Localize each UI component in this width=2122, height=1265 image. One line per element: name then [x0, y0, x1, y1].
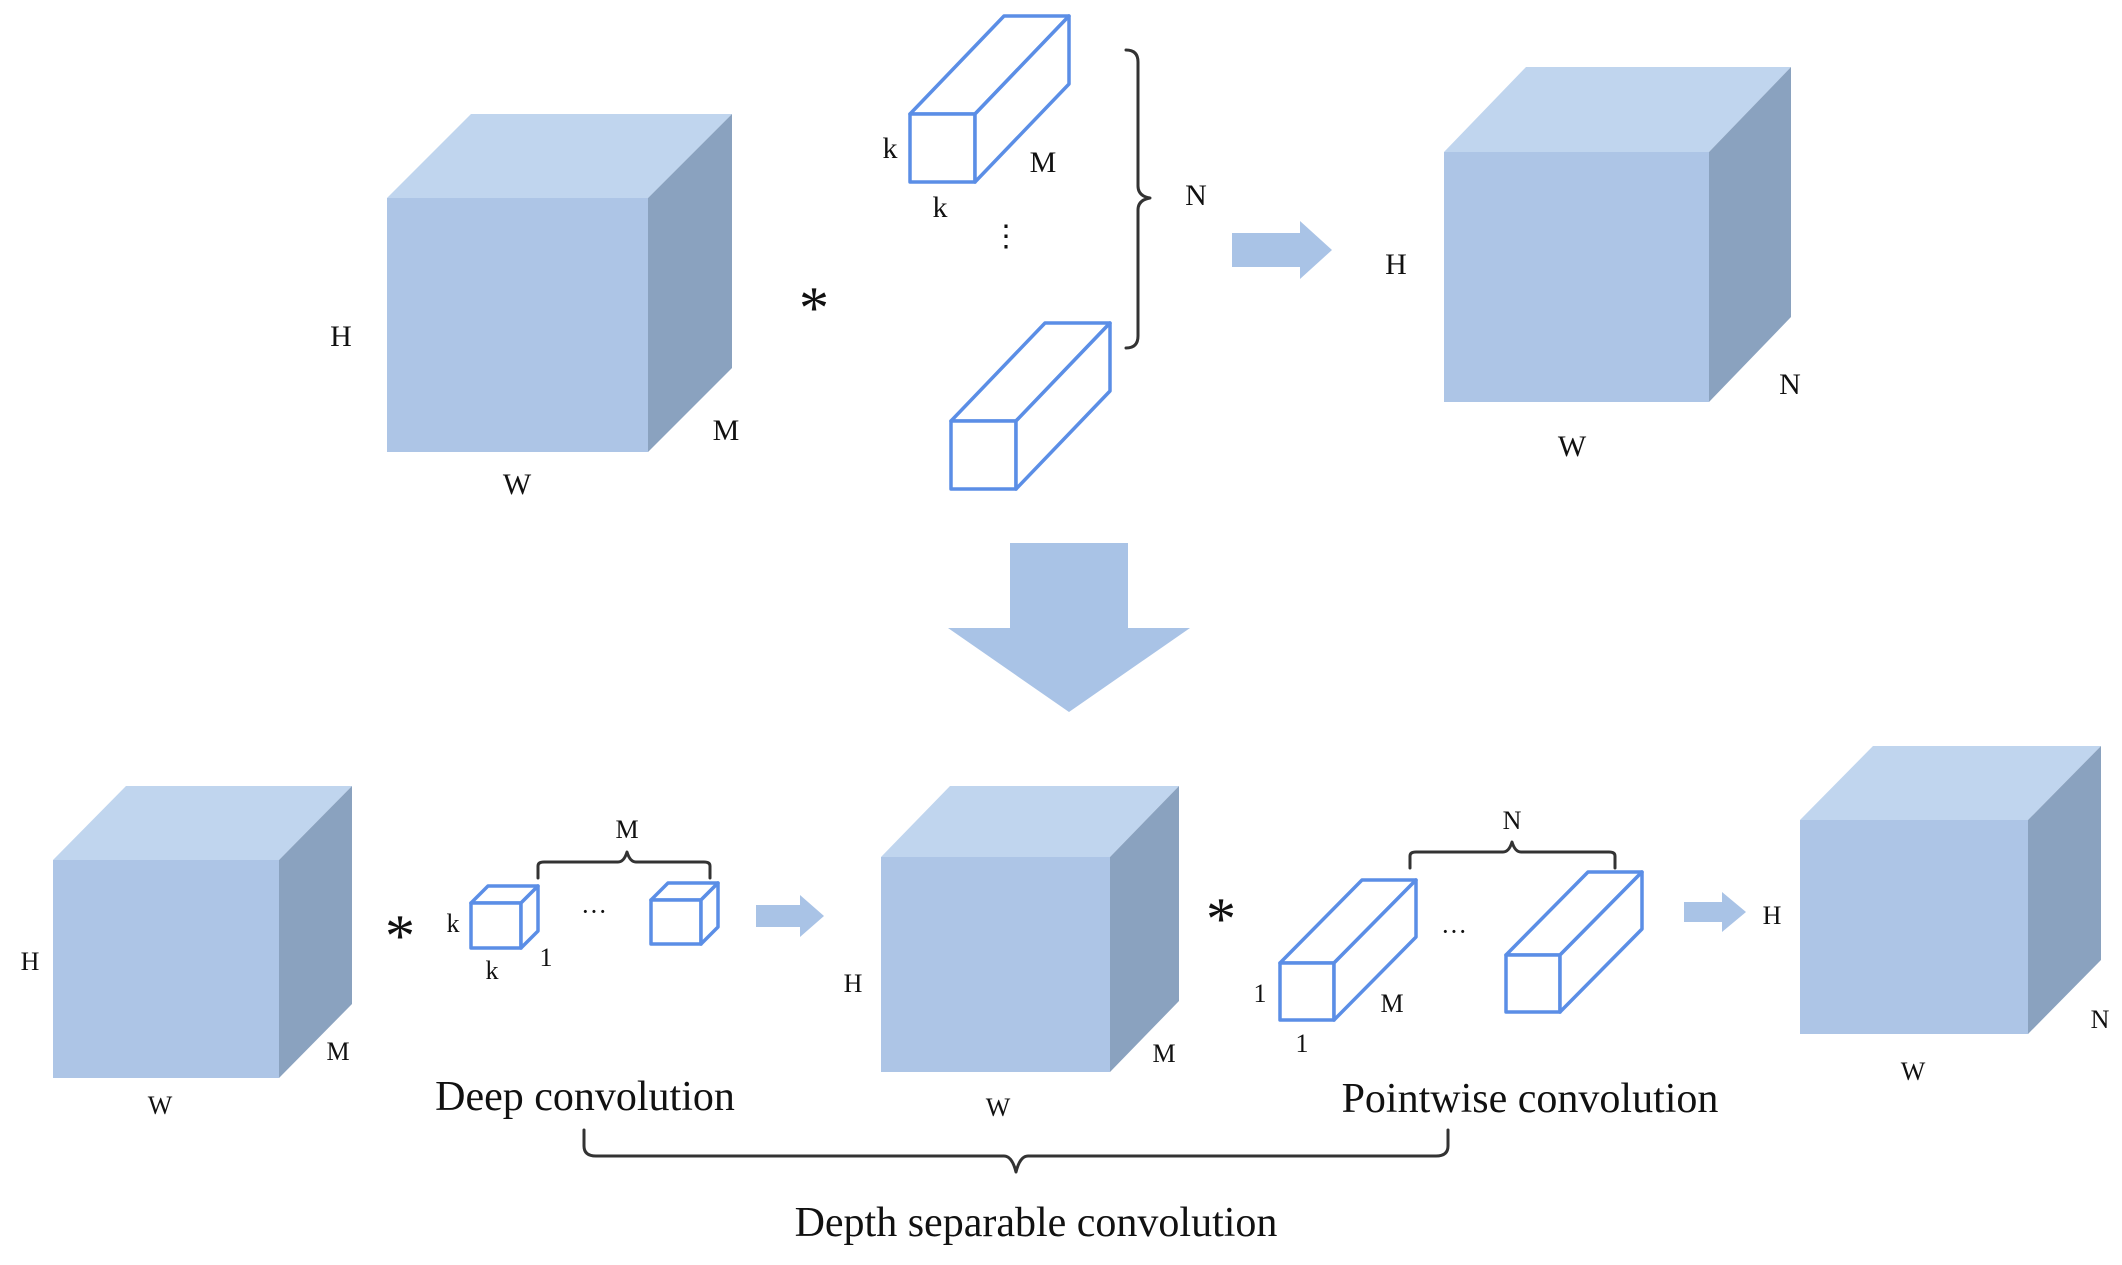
top-kernel-k-bottom-label: k [933, 191, 948, 224]
top-output-h-label: H [1385, 248, 1407, 281]
pointwise-one-side-label: 1 [1254, 979, 1267, 1008]
decomposition-arrow [948, 543, 1190, 712]
pointwise-one-bottom-label: 1 [1296, 1029, 1309, 1058]
depthwise-kernel-m [649, 881, 720, 946]
pointwise-m-label: M [1380, 989, 1403, 1018]
deep-convolution-caption: Deep convolution [435, 1074, 735, 1120]
top-input-w-label: W [503, 468, 532, 501]
bottom-output-w-label: W [1901, 1057, 1926, 1086]
top-output-cube [1444, 67, 1791, 402]
top-input-m-label: M [713, 414, 740, 447]
pointwise-convolution-caption: Pointwise convolution [1342, 1076, 1719, 1122]
bottom-output-h-label: H [1763, 901, 1782, 930]
top-convolution-operator: * [799, 275, 829, 341]
middle-h-label: H [844, 969, 863, 998]
top-kernel-ellipsis: ⋮ [991, 220, 1021, 253]
top-kernel-count-brace [1124, 48, 1152, 350]
depthwise-convolution-operator: * [385, 903, 415, 969]
bottom-output-n-label: N [2091, 1005, 2110, 1034]
pointwise-convolution-operator: * [1206, 886, 1236, 952]
top-kernel-n-label: N [1185, 179, 1207, 212]
top-result-arrow [1232, 221, 1332, 279]
depthwise-kernel-brace [536, 850, 712, 880]
pointwise-kernel-brace [1408, 840, 1617, 870]
depthwise-k-side-label: k [447, 909, 460, 938]
depth-separable-convolution-caption: Depth separable convolution [795, 1200, 1278, 1246]
bottom-input-h-label: H [21, 947, 40, 976]
middle-m-label: M [1152, 1039, 1175, 1068]
depthwise-depth-label: 1 [540, 943, 553, 972]
bottom-input-cube [53, 786, 352, 1078]
pointwise-ellipsis: ··· [1441, 917, 1467, 946]
pointwise-n-label: N [1503, 806, 1522, 835]
bottom-output-cube [1800, 746, 2101, 1034]
top-input-cube [387, 114, 732, 452]
pointwise-kernel-1 [1278, 878, 1418, 1022]
middle-feature-cube [881, 786, 1179, 1072]
pointwise-kernel-n [1504, 870, 1644, 1014]
top-kernel-bar-n [949, 321, 1112, 491]
top-output-n-label: N [1779, 368, 1801, 401]
depthwise-k-bottom-label: k [486, 956, 499, 985]
middle-w-label: W [986, 1093, 1011, 1122]
top-kernel-bar-1 [908, 14, 1071, 184]
depthwise-kernel-1 [469, 884, 540, 950]
top-kernel-m-label: M [1030, 146, 1057, 179]
top-output-w-label: W [1558, 430, 1587, 463]
depthwise-m-label: M [615, 815, 638, 844]
depthwise-result-arrow [756, 895, 824, 937]
top-kernel-k-side-label: k [883, 132, 898, 165]
pointwise-result-arrow [1684, 892, 1746, 932]
top-input-h-label: H [330, 320, 352, 353]
depth-separable-brace [582, 1128, 1450, 1174]
bottom-input-w-label: W [148, 1091, 173, 1120]
depthwise-ellipsis: ··· [581, 897, 607, 926]
bottom-input-m-label: M [326, 1037, 349, 1066]
